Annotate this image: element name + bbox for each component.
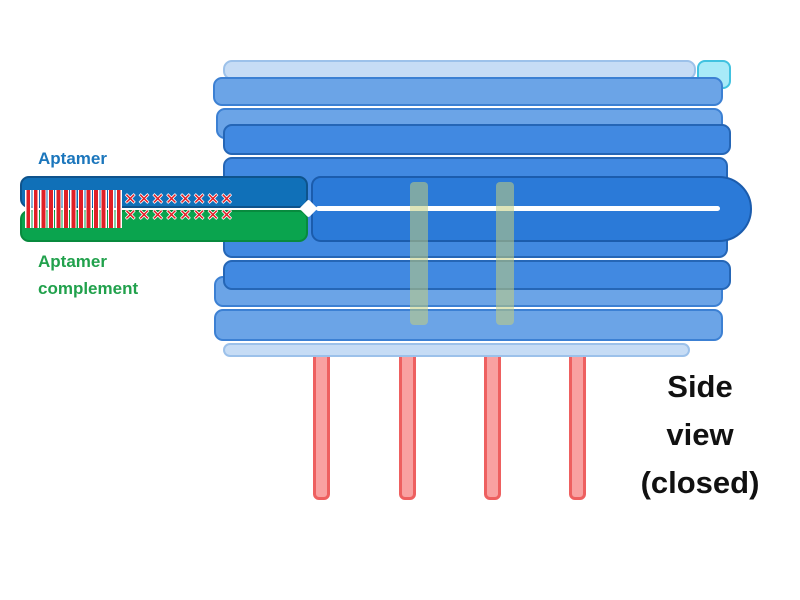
anchor-strand-3: [484, 352, 501, 500]
x-marks-row-top: ✕✕✕✕✕✕✕✕: [124, 190, 235, 208]
anchor-strand-1: [313, 352, 330, 500]
helix-bar-3: [223, 124, 731, 155]
helix-bar-5: [214, 309, 723, 341]
cross-strut-2: [496, 182, 514, 325]
aptamer-label: Aptamer: [38, 149, 107, 168]
helix-bar-bottom: [223, 343, 690, 357]
helix-bar-4: [223, 260, 731, 290]
side-view-caption: Side view (closed): [640, 369, 760, 500]
anchor-strand-4: [569, 352, 586, 500]
aptamer-complement-label: Aptamer complement: [38, 252, 139, 298]
x-marks-row-bottom: ✕✕✕✕✕✕✕✕: [124, 206, 235, 224]
cross-strut-1: [410, 182, 428, 325]
anchor-strand-2: [399, 352, 416, 500]
base-pair-ticks: [25, 190, 123, 228]
hairpin-gap-line: [316, 206, 720, 211]
helix-bar-2: [213, 77, 723, 106]
